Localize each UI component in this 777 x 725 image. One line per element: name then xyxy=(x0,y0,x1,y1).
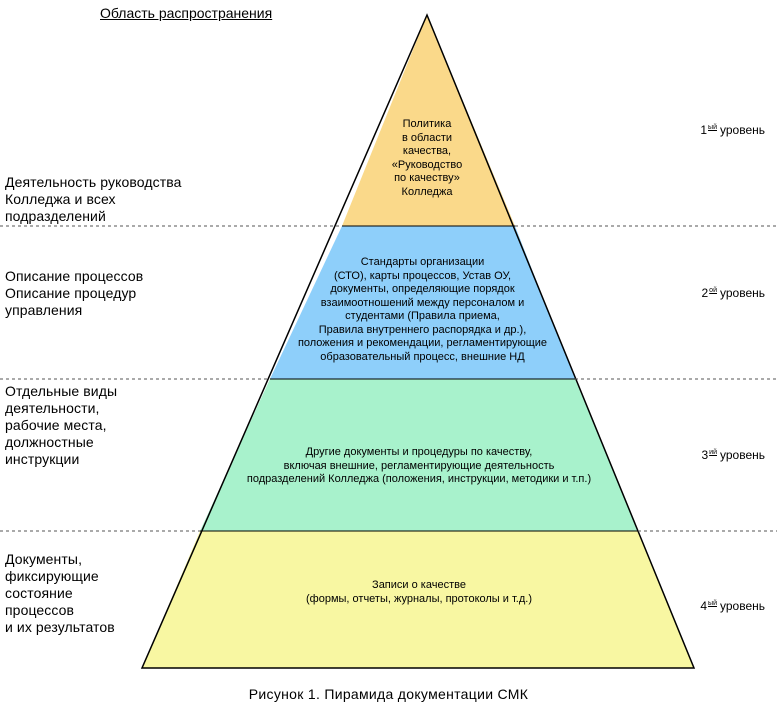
level-word: уровень xyxy=(719,448,765,462)
level-number: 2 xyxy=(701,286,709,300)
level-number: 1 xyxy=(700,123,708,137)
scope-label-tier-2: Описание процессов Описание процедур упр… xyxy=(5,268,144,318)
level-suffix: ый xyxy=(708,600,717,607)
pyramid-outline xyxy=(140,13,696,669)
level-suffix: ий xyxy=(709,449,717,456)
pyramid-tier-2 xyxy=(270,226,575,379)
pyramid-tier-3 xyxy=(200,379,638,531)
scope-label-tier-3: Отдельные виды деятельности, рабочие мес… xyxy=(5,383,118,467)
tier-2-content: Стандарты организации (СТО), карты проце… xyxy=(297,256,548,363)
level-word: уровень xyxy=(719,123,765,137)
tier-1-content: Политика в области качества, «Руководств… xyxy=(391,118,463,198)
level-number: 3 xyxy=(701,448,709,462)
figure-caption: Рисунок 1. Пирамида документации СМК xyxy=(248,686,529,702)
level-word: уровень xyxy=(719,599,765,613)
tier-3-content: Другие документы и процедуры по качеству… xyxy=(246,446,592,485)
tier-4-content: Записи о качестве (формы, отчеты, журнал… xyxy=(306,579,532,605)
scope-label-tier-4: Документы, фиксирующие состояние процесс… xyxy=(5,551,115,635)
level-suffix: ый xyxy=(708,124,717,131)
pyramid-tier-4 xyxy=(142,531,694,668)
scope-header: Область распространения xyxy=(100,5,273,21)
pyramid-tier-1 xyxy=(342,15,515,226)
level-suffix: ой xyxy=(709,287,717,294)
level-word: уровень xyxy=(719,286,765,300)
scope-label-tier-1: Деятельность руководства Колледжа и всех… xyxy=(5,174,182,224)
level-number: 4 xyxy=(700,599,708,613)
